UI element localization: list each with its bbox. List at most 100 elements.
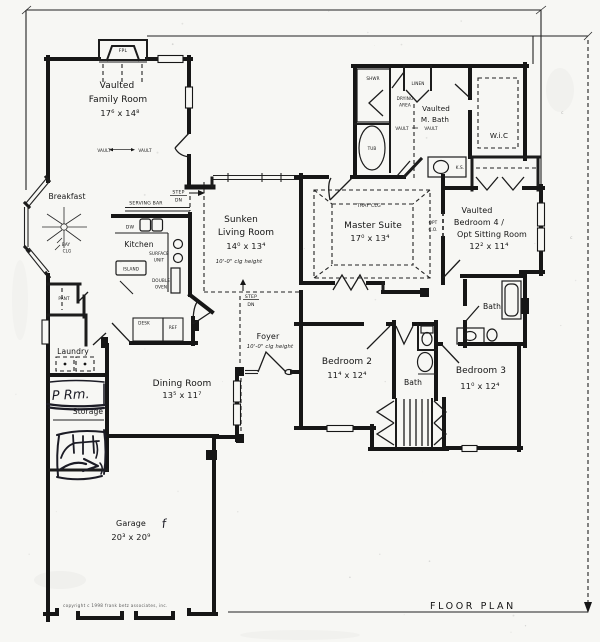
scan-noise-dot xyxy=(55,511,57,513)
label-family-1: Vaulted xyxy=(100,81,135,91)
plan-line xyxy=(28,247,50,273)
label-master: Master Suite xyxy=(344,221,402,231)
master-tub xyxy=(358,125,386,171)
window-bed2 xyxy=(326,424,354,433)
label-master-dims: 17⁰ x 13⁴ xyxy=(350,233,390,243)
handwritten-p-rm: P Rm. xyxy=(51,387,90,404)
bath3-vanity xyxy=(416,351,436,375)
scan-noise-dot xyxy=(303,248,305,250)
scan-noise-dot xyxy=(181,22,184,25)
label-dw: DW xyxy=(126,225,135,231)
plan-line xyxy=(403,399,429,446)
plan-shape xyxy=(432,159,450,175)
door-family-rear xyxy=(174,131,191,149)
label-shwr: SHWR xyxy=(366,76,379,81)
label-linen: LINEN xyxy=(412,81,425,86)
label-desk: DESK xyxy=(138,321,150,326)
scan-noise-dot xyxy=(15,393,17,396)
bay-clg-leader xyxy=(56,237,63,244)
plan-rect xyxy=(501,280,522,320)
plan-line xyxy=(59,461,88,471)
label-vault-mb1: VAULT xyxy=(395,126,409,131)
scan-noise-dot xyxy=(510,631,512,634)
scan-noise-dot xyxy=(367,31,369,34)
scan-smudge xyxy=(34,571,86,589)
label-drying: DRYING xyxy=(397,96,414,101)
plan-title: FLOOR PLAN xyxy=(430,601,516,612)
label-tray-clg: TRAY CLG xyxy=(356,203,381,209)
plan-line xyxy=(240,279,246,285)
plan-shape xyxy=(486,328,498,342)
label-vault-mb2: VAULT xyxy=(424,126,438,131)
pen-stroke xyxy=(49,379,105,383)
label-serving-bar: SERVING BAR xyxy=(129,201,163,207)
double-oven xyxy=(170,267,181,294)
plan-line xyxy=(103,429,107,475)
tray-ceiling xyxy=(313,189,431,279)
plan-rect xyxy=(313,189,431,279)
plan-rect xyxy=(521,298,529,314)
door-linen xyxy=(405,89,430,103)
label-step-1: STEP xyxy=(172,190,184,196)
label-vault-r: VAULT xyxy=(138,148,152,153)
door-bed4-closet xyxy=(475,176,499,192)
scan-noise-dot xyxy=(498,305,500,307)
porch-post xyxy=(236,367,244,376)
kitchen-island xyxy=(115,260,147,295)
label-mbath-1: Vaulted xyxy=(422,104,450,113)
plan-rect xyxy=(55,356,75,372)
plan-line xyxy=(501,176,525,192)
door-laundry xyxy=(92,332,107,346)
plan-line xyxy=(25,249,47,276)
label-living-note: 10'-0" clg height xyxy=(216,259,263,265)
plan-line xyxy=(81,457,100,473)
door-shower xyxy=(368,89,384,117)
window-family-right xyxy=(184,86,194,109)
plan-line xyxy=(131,148,135,152)
scan-noise-dot xyxy=(328,10,330,12)
scan-noise-dot xyxy=(144,348,146,350)
label-kitchen: Kitchen xyxy=(124,240,153,249)
scan-noise-dot xyxy=(460,20,462,22)
bath2-toilet xyxy=(486,328,498,342)
label-clg: CLG xyxy=(63,249,72,254)
label-garage: Garage xyxy=(116,519,146,528)
plan-shape xyxy=(284,368,294,376)
door-bed2-closet xyxy=(375,400,395,446)
plan-dot xyxy=(83,362,87,366)
plan-rect xyxy=(206,450,217,460)
plan-line xyxy=(192,300,199,325)
label-opt: OPT xyxy=(429,220,438,225)
scan-noise-dot xyxy=(237,511,239,513)
bath2-tub xyxy=(501,280,522,320)
plan-line xyxy=(119,280,134,295)
label-surface: SURFACE xyxy=(149,251,169,256)
scan-noise-dot xyxy=(384,380,386,383)
annotations xyxy=(54,127,418,300)
handwriting: P Rm. f xyxy=(45,379,168,531)
label-pant: PANT xyxy=(58,296,70,301)
scan-noise-dot xyxy=(379,553,381,555)
label-bed3: Bedroom 3 xyxy=(456,366,506,376)
plan-rect xyxy=(151,218,164,232)
plan-rect xyxy=(456,327,485,345)
label-step-2: STEP xyxy=(245,294,257,300)
scan-noise-dot xyxy=(156,151,159,154)
plan-line xyxy=(328,177,332,201)
kitchen-sink xyxy=(139,218,164,232)
scan-noise-dot xyxy=(143,193,146,196)
cooktop xyxy=(172,238,184,264)
plan-shape xyxy=(416,351,434,373)
plan-rect xyxy=(98,39,148,61)
label-dn-2: DN xyxy=(247,302,254,308)
plan-line xyxy=(28,181,50,207)
label-family-dims: 17⁶ x 14⁸ xyxy=(100,108,139,118)
door-master xyxy=(329,177,353,201)
scan-noise-dot xyxy=(400,43,403,46)
label-living-1: Sunken xyxy=(224,215,258,225)
labels: Vaulted Family Room 17⁶ x 14⁸ FPL VAULT … xyxy=(48,48,572,612)
plan-line xyxy=(99,462,104,475)
plan-line xyxy=(109,148,113,152)
plan-line xyxy=(95,440,99,459)
